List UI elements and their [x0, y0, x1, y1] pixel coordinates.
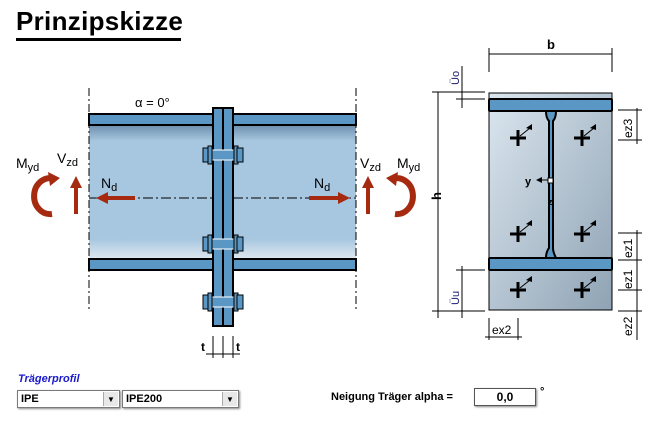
bolt-position-marker: [510, 276, 532, 298]
dropdown-arrow-icon[interactable]: ▼: [103, 392, 118, 406]
bolts: [202, 145, 244, 312]
ex2-label: ex2: [492, 323, 512, 337]
ez2-label: ez2: [621, 316, 635, 336]
moment-label-right: Myd: [397, 155, 420, 174]
shear-label-right: Vzd: [360, 155, 381, 174]
axis-z-label: z: [548, 197, 553, 207]
ez1-label-lower: ez1: [621, 269, 635, 289]
width-label: b: [547, 37, 555, 52]
bolt-position-marker: [574, 220, 596, 242]
axial-label-left: Nd: [101, 175, 117, 194]
end-plate-right: [222, 107, 234, 327]
bolt: [202, 145, 244, 165]
bolt: [202, 234, 244, 254]
bolt-position-marker: [574, 276, 596, 298]
end-plates: [212, 107, 234, 327]
bolt-position-marker: [574, 124, 596, 146]
bolt-position-marker: [510, 220, 532, 242]
bolt: [202, 292, 244, 312]
bolt-position-marker: [510, 124, 532, 146]
profile-group-label: Trägerprofil: [18, 373, 80, 385]
centroid-marker: [547, 177, 554, 184]
alpha-unit: °: [540, 386, 545, 398]
angle-label: α = 0°: [135, 95, 170, 110]
ez1-label-upper: ez1: [621, 238, 635, 258]
forces-left: Myd Vzd Nd: [16, 150, 135, 218]
plate-thickness-dimension: t t: [201, 336, 240, 358]
axis-y-label: y: [525, 176, 532, 188]
end-plate-left: [212, 107, 224, 327]
profile-size-select[interactable]: IPE200 ▼: [122, 390, 239, 408]
ez3-label: ez3: [621, 118, 635, 138]
page-title: Prinzipskizze: [16, 6, 184, 36]
title-underline: [16, 38, 181, 41]
moment-label-left: Myd: [16, 155, 39, 174]
profile-type-select[interactable]: IPE ▼: [17, 390, 120, 408]
alpha-label: Neigung Träger alpha =: [331, 391, 453, 403]
overhang-bottom-label: Üu: [450, 291, 462, 305]
moment-arrow-right: [390, 175, 416, 218]
moment-arrow-left: [31, 175, 57, 218]
height-label: h: [429, 192, 444, 200]
profile-size-value: IPE200: [126, 393, 163, 405]
forces-right: Nd Vzd Myd: [309, 155, 420, 218]
profile-type-value: IPE: [21, 393, 39, 405]
section-bottom-flange: [488, 257, 613, 271]
section-top-flange: [488, 98, 613, 112]
alpha-input[interactable]: 0,0: [474, 388, 536, 406]
section-web: [544, 110, 558, 259]
dropdown-arrow-icon[interactable]: ▼: [222, 392, 237, 406]
axial-label-right: Nd: [314, 175, 330, 194]
plate-thickness-label-left: t: [201, 340, 205, 354]
overhang-top-label: Üo: [450, 71, 462, 85]
shear-label-left: Vzd: [57, 150, 78, 169]
cross-section: y z b h Üo Üu ez3 ez1 ez1 ez2: [429, 37, 642, 340]
plate-thickness-label-right: t: [236, 340, 240, 354]
